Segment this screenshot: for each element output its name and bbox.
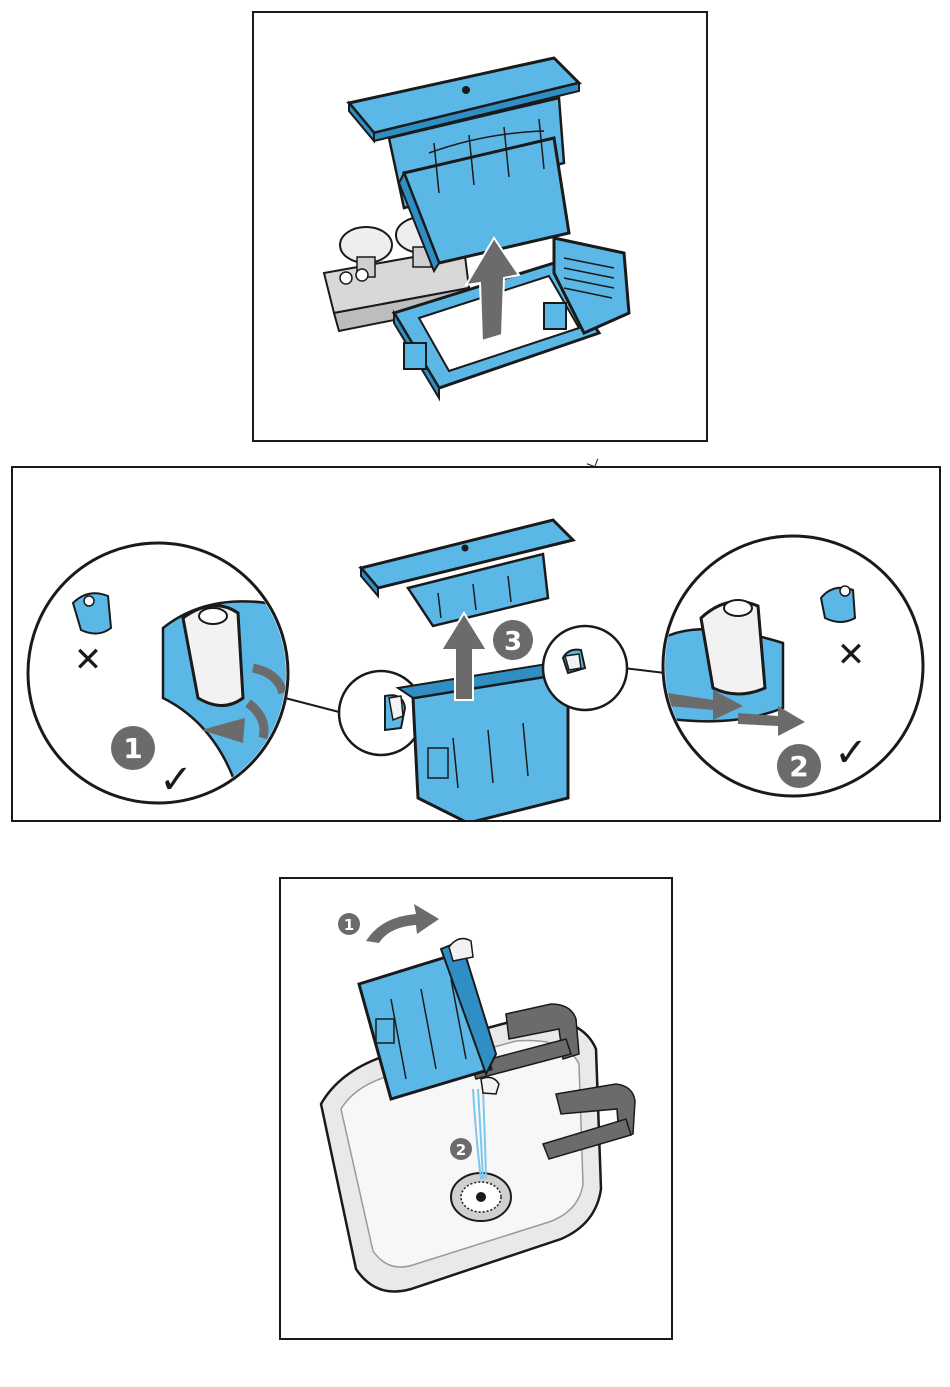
remove-filter-illustration <box>254 13 706 440</box>
filter-box <box>398 663 568 820</box>
bottom-step-2-label: 2 <box>456 1141 466 1159</box>
bottom-step-1-label: 1 <box>344 916 354 934</box>
left-zoom-detail: ✕ 1 ✓ <box>28 543 303 808</box>
release-clips-illustration: ✕ 1 ✓ <box>13 468 939 820</box>
rinse-in-sink-illustration: 1 2 <box>281 879 671 1338</box>
step-3-label: 3 <box>504 627 522 657</box>
middle-illustration-panel: ✕ 1 ✓ <box>11 466 941 822</box>
filter-lid <box>361 520 573 626</box>
check-mark-right: ✓ <box>834 730 868 776</box>
step-2-label: 2 <box>789 750 808 783</box>
left-clip-circle <box>339 671 423 755</box>
bottom-illustration-panel: 1 2 <box>279 877 673 1340</box>
cross-mark-left: ✕ <box>74 640 103 680</box>
cross-mark-right: ✕ <box>837 635 866 675</box>
right-clip-circle <box>543 626 627 710</box>
step-1-label: 1 <box>123 732 142 765</box>
drain-icon <box>451 1173 511 1221</box>
check-mark-left: ✓ <box>159 757 193 803</box>
rotate-arrow: 1 <box>338 904 439 943</box>
top-illustration-panel <box>252 11 708 442</box>
right-zoom-detail: ✕ 2 ✓ <box>663 536 923 796</box>
